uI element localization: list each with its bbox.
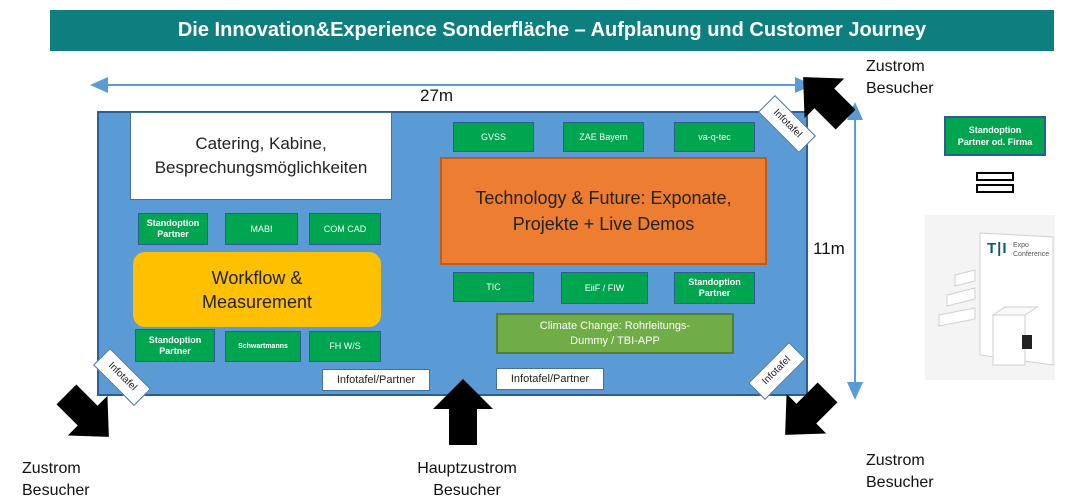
stand-comcad: COM CAD (309, 213, 381, 245)
stand-standoption-left-bottom: Standoption Partner (135, 329, 215, 362)
workflow-label: Workflow & Measurement (201, 267, 313, 312)
arrow-bottom-right-icon (785, 382, 838, 435)
height-label: 11m (813, 239, 845, 258)
technology-label: Technology & Future: Exponate, Projekte … (475, 188, 732, 234)
workflow-area: Workflow & Measurement (133, 252, 381, 327)
equivalence-icon (976, 172, 1014, 193)
stand-illustration (925, 215, 1055, 380)
stand-zae: ZAE Bayern (563, 122, 644, 152)
stand-fhws: FH W/S (309, 331, 381, 362)
page-title: Die Innovation&Experience Sonderfläche –… (50, 10, 1054, 51)
stand-vaqtec: va-q-tec (674, 122, 755, 152)
stand-photo: T|I Expo Conference (925, 215, 1055, 380)
stand-photo-logo: T|I (987, 240, 1008, 257)
climate-area: Climate Change: Rohrleitungs-Dummy / TBI… (496, 313, 734, 354)
arrow-main-icon (433, 379, 493, 445)
climate-label: Climate Change: Rohrleitungs-Dummy / TBI… (539, 319, 691, 347)
stand-standoption-right: Standoption Partner (674, 272, 755, 304)
stand-mabi: MABI (225, 213, 298, 245)
flow-label-bottom-left: Zustrom Besucher (22, 460, 90, 499)
infotafel-partner-left: Infotafel/Partner (322, 369, 430, 391)
catering-area: Catering, Kabine, Besprechungsmöglichkei… (130, 112, 392, 200)
legend-standoption: Standoption Partner od. Firma (944, 116, 1046, 156)
arrow-bottom-left-icon (56, 384, 109, 437)
stand-gvss: GVSS (453, 122, 534, 152)
stand-standoption-left-bottom-label: Standoption Partner (148, 334, 202, 356)
infotafel-partner-right: Infotafel/Partner (496, 368, 604, 390)
stand-standoption-left-top-label: Standoption Partner (146, 218, 200, 239)
stand-tic: TIC (453, 272, 534, 302)
flow-label-top-right: Zustrom Besucher (866, 58, 934, 97)
stand-standoption-left-top: Standoption Partner (138, 213, 208, 245)
stand-schwartmanns: Schwartmanns (225, 331, 301, 362)
flow-label-main: Hauptzustrom Besucher (417, 460, 517, 499)
stand-photo-brand: Expo Conference (1013, 242, 1050, 258)
width-label: 27m (420, 86, 454, 105)
flow-label-bottom-right: Zustrom Besucher (866, 452, 934, 491)
stand-eiif: EiiF / FIW (561, 272, 648, 304)
legend-standoption-label: Standoption Partner od. Firma (957, 125, 1033, 147)
arrow-top-right-icon (803, 77, 856, 130)
stand-standoption-right-label: Standoption Partner (688, 277, 741, 298)
technology-area: Technology & Future: Exponate, Projekte … (440, 157, 767, 265)
catering-label: Catering, Kabine, Besprechungsmöglichkei… (154, 134, 368, 177)
